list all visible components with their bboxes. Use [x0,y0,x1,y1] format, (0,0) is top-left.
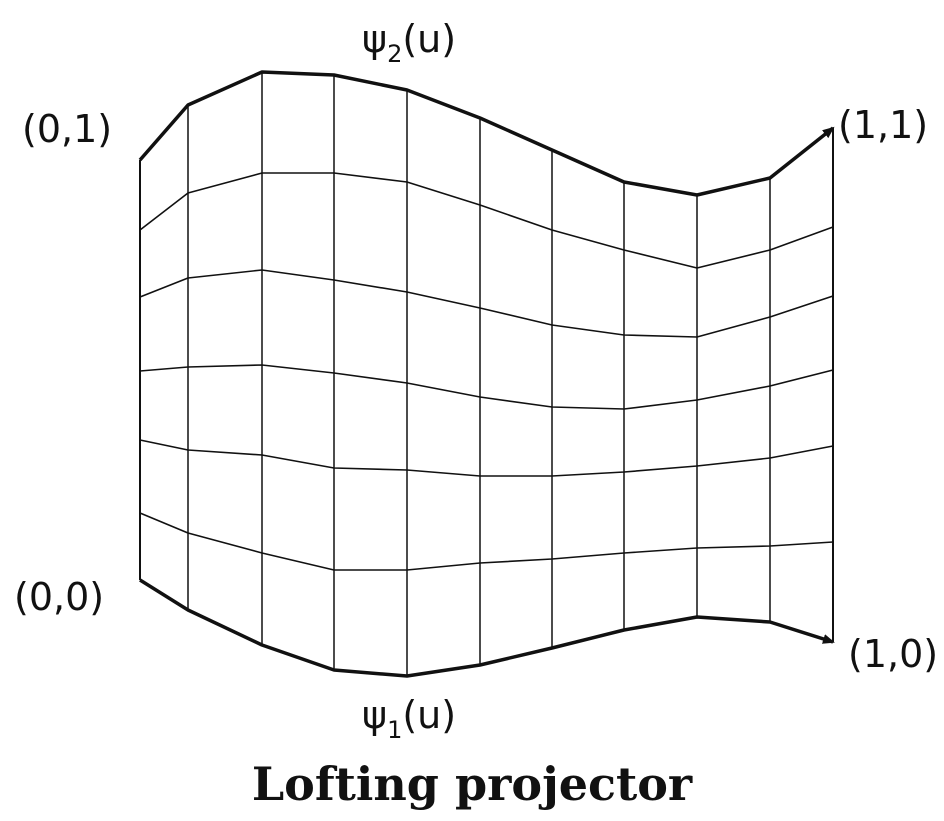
corner-label-bottom-left: (0,0) [14,575,104,619]
bottom-curve-label-subscript: 1 [387,716,402,744]
corner-label-bottom-right: (1,0) [848,632,938,676]
boundary-curves [138,70,835,678]
top-curve-label-arg: (u) [402,17,456,61]
bottom-curve-label-arg: (u) [402,693,456,737]
grid-horizontal-curve [139,269,834,338]
corner-label-top-left: (0,1) [22,107,112,151]
top-curve-label-subscript: 2 [387,40,402,68]
top-curve-label: ψ2(u) [362,17,456,68]
corner-label-top-right: (1,1) [838,103,928,147]
bottom-curve-label-psi: ψ [362,693,387,737]
bottom-curve-label: ψ1(u) [362,693,456,744]
top-curve-label-psi: ψ [362,17,387,61]
top-boundary-curve [138,70,835,197]
grid-horizontal-curve [139,439,834,477]
grid-horizontal-curve [139,172,834,269]
diagram-caption: Lofting projector [252,757,693,811]
grid-horizontal-curve [139,512,834,571]
grid-horizontal-curve [139,364,834,410]
grid-lines [139,72,834,676]
bottom-boundary-curve [139,578,835,678]
